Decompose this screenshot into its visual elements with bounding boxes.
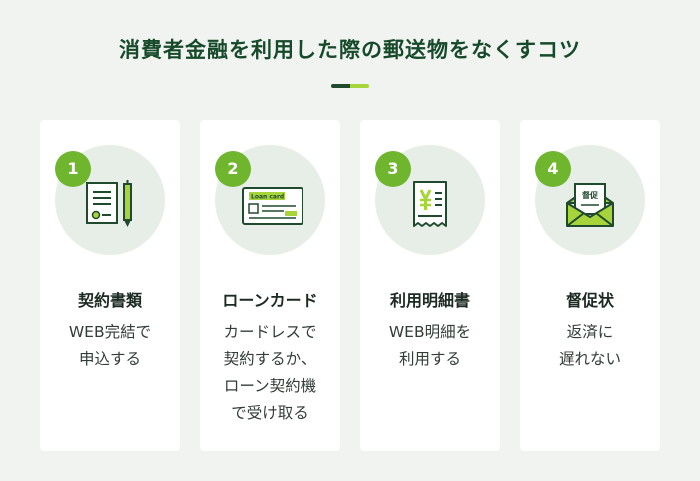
card-description: カードレスで契約するか、 ローン契約機で受け取る — [223, 323, 317, 422]
envelope-notice-icon: 督促 — [566, 183, 614, 227]
step-number-badge: 4 — [535, 151, 571, 187]
step-number-badge: 3 — [375, 151, 411, 187]
card-title: ローンカード — [222, 291, 318, 310]
tip-card-statement: 3 利用明細書 WEB明細を利用する — [360, 120, 500, 451]
card-description: 返済に遅れない — [558, 323, 621, 368]
svg-text:督促: 督促 — [582, 190, 599, 200]
step-number-badge: 1 — [55, 151, 91, 187]
tip-card-dunning-letter: 4 督促 督促状 返済に遅れない — [520, 120, 660, 451]
card-title: 督促状 — [565, 291, 614, 310]
page-title: 消費者金融を利用した際の郵送物をなくすコツ — [119, 38, 581, 62]
contract-pen-icon — [86, 180, 132, 227]
card-description: WEB明細を利用する — [388, 323, 472, 368]
card-title: 契約書類 — [77, 291, 142, 310]
step-number-badge: 2 — [215, 151, 251, 187]
title-underline — [331, 84, 369, 88]
svg-text:Loan card: Loan card — [251, 194, 284, 201]
card-title: 利用明細書 — [389, 291, 470, 310]
loan-card-icon: Loan card — [242, 187, 303, 225]
tip-card-loan-card: 2 Loan card ローンカード カードレスで契約するか、 ローン契約機で受… — [200, 120, 340, 451]
receipt-yen-icon — [413, 181, 447, 227]
tip-card-contract: 1 契約書類 WEB完結で申込する — [40, 120, 180, 451]
card-description: WEB完結で申込する — [68, 323, 152, 368]
